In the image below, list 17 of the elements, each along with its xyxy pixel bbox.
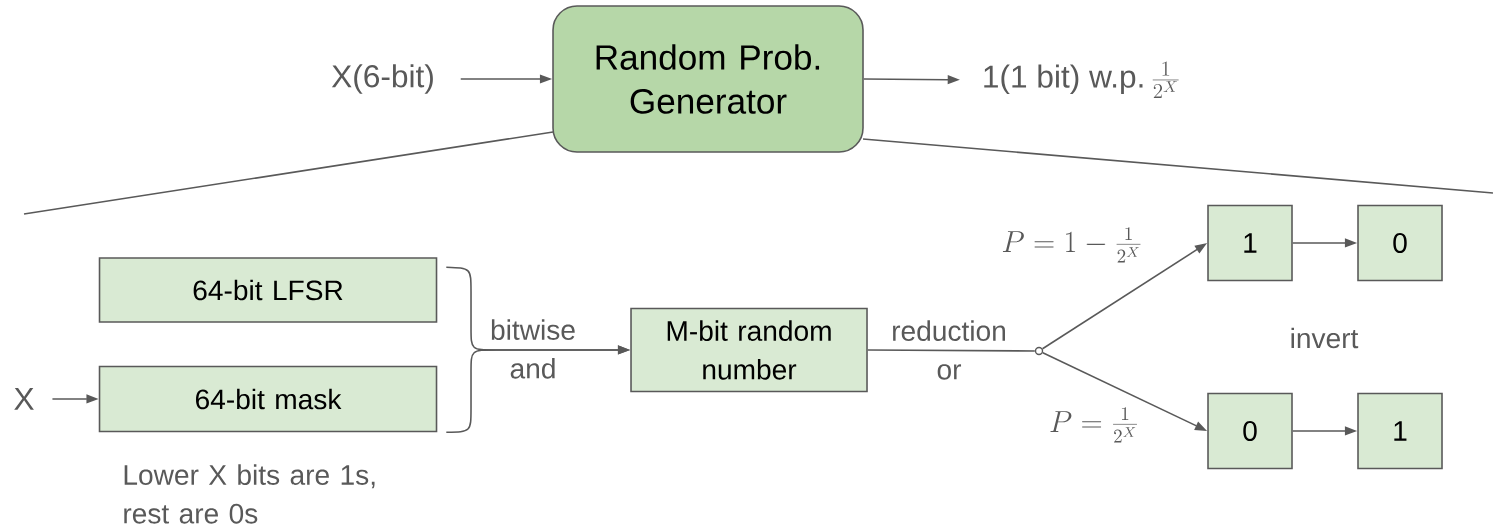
annotation-text: invert [1291,327,1359,349]
input-label: X [14,388,34,410]
bit-box: 0 [1207,392,1293,470]
input-label: X(6-bit) [331,64,433,94]
generator-box: Random Prob. Generator [552,5,864,153]
edge-label: reduction or [893,320,1005,380]
number-box: M-bit random number [630,307,868,393]
output-label: 1(1 bit) w.p. $\frac{1}{2^{X}}$ [984,61,1179,98]
mask-box: 64-bit mask [98,365,438,433]
edge-label: $P = 1 - \frac{1}{2^{X}}$ [1002,227,1141,263]
bit-box: 0 [1357,204,1443,282]
bit-box: 1 [1357,392,1443,470]
edge-label: bitwise and [491,319,575,379]
bit-box: 1 [1207,204,1293,282]
register-box: 64-bit LFSR [98,257,438,323]
edge-label: $P = \frac{1}{2^{X}}$ [1050,407,1137,443]
note-text: Lower X bits are 1s, rest are 0s [124,464,375,524]
